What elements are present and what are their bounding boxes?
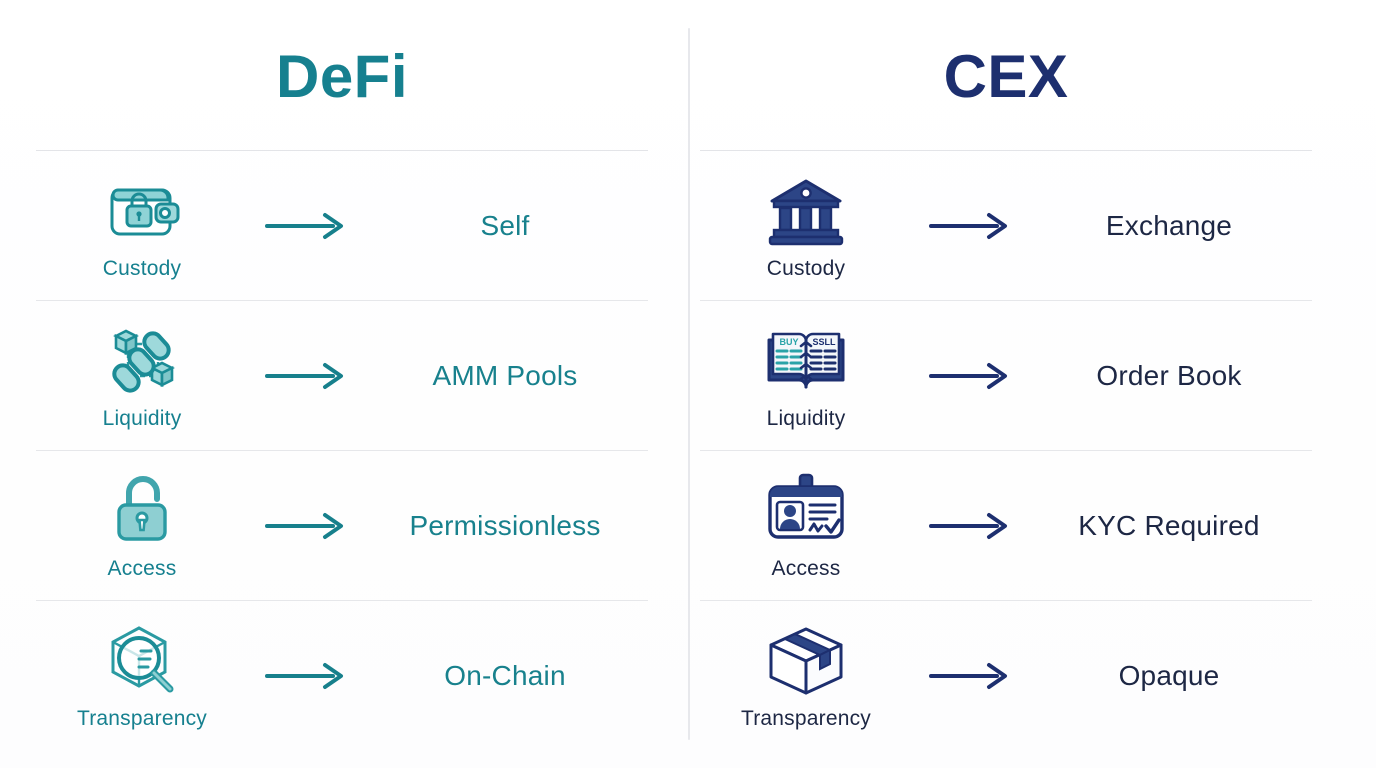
arrow-right-icon <box>248 362 368 390</box>
value-cell-cex-custody: Exchange <box>1032 210 1312 242</box>
value-defi-custody: Self <box>480 209 530 241</box>
bank-building-icon <box>763 171 849 251</box>
arrow-right-icon <box>248 512 368 540</box>
icon-cell-cex-liquidity: BUY SSLL <box>700 321 912 431</box>
id-badge-icon <box>763 471 849 551</box>
arrow-right-icon <box>912 212 1032 240</box>
arrow-right-icon <box>912 362 1032 390</box>
order-book-sell-label: SSLL <box>812 337 836 347</box>
icon-cell-defi-access: Access <box>36 471 248 581</box>
row-label-defi-transparency: Transparency <box>76 706 207 730</box>
icon-cell-cex-custody: Custody <box>700 171 912 281</box>
column-cex: CEX <box>700 0 1352 768</box>
value-cex-custody: Exchange <box>1105 209 1233 241</box>
icon-cell-cex-transparency: Transparency <box>700 621 912 731</box>
row-cex-liquidity: BUY SSLL <box>700 300 1312 450</box>
closed-box-icon <box>763 621 849 701</box>
row-label-defi-access: Access <box>107 556 177 580</box>
arrow-right-icon <box>912 662 1032 690</box>
column-defi: DeFi <box>36 0 688 768</box>
value-cex-liquidity: Order Book <box>1096 359 1242 391</box>
value-cex-access: KYC Required <box>1078 509 1260 541</box>
value-cell-defi-access: Permissionless <box>368 510 648 542</box>
rows-defi: Custody Self <box>36 150 648 750</box>
column-title-cex: CEX <box>943 43 1069 110</box>
row-defi-transparency: Transparency On-Chain <box>36 600 648 750</box>
value-cell-defi-custody: Self <box>368 210 648 242</box>
open-padlock-icon <box>99 471 185 551</box>
arrow-right-icon <box>248 662 368 690</box>
chain-blocks-icon <box>99 321 185 401</box>
row-defi-access: Access Permissionless <box>36 450 648 600</box>
row-cex-custody: Custody Exchange <box>700 150 1312 300</box>
value-cell-defi-liquidity: AMM Pools <box>368 360 648 392</box>
icon-cell-defi-custody: Custody <box>36 171 248 281</box>
value-cex-transparency: Opaque <box>1118 659 1220 691</box>
row-cex-access: Access KYC Required <box>700 450 1312 600</box>
icon-cell-defi-transparency: Transparency <box>36 621 248 731</box>
value-defi-access: Permissionless <box>409 509 601 541</box>
icon-cell-defi-liquidity: Liquidity <box>36 321 248 431</box>
row-label-cex-transparency: Transparency <box>740 706 871 730</box>
column-title-defi: DeFi <box>275 43 409 110</box>
arrow-right-icon <box>248 212 368 240</box>
wallet-lock-icon <box>99 171 185 251</box>
order-book-buy-label: BUY <box>779 337 798 347</box>
value-cell-cex-liquidity: Order Book <box>1032 360 1312 392</box>
row-label-cex-liquidity: Liquidity <box>766 406 846 430</box>
rows-cex: Custody Exchange <box>700 150 1312 750</box>
value-defi-liquidity: AMM Pools <box>432 359 578 391</box>
row-label-cex-custody: Custody <box>766 256 846 280</box>
row-label-defi-liquidity: Liquidity <box>102 406 182 430</box>
row-defi-liquidity: Liquidity AMM Pools <box>36 300 648 450</box>
value-defi-transparency: On-Chain <box>444 659 566 691</box>
row-label-defi-custody: Custody <box>102 256 182 280</box>
row-cex-transparency: Transparency Opaque <box>700 600 1312 750</box>
arrow-right-icon <box>912 512 1032 540</box>
row-defi-custody: Custody Self <box>36 150 648 300</box>
value-cell-cex-access: KYC Required <box>1032 510 1312 542</box>
value-cell-cex-transparency: Opaque <box>1032 660 1312 692</box>
row-label-cex-access: Access <box>771 556 841 580</box>
column-divider <box>688 28 690 740</box>
magnifier-block-icon <box>99 621 185 701</box>
order-book-icon: BUY SSLL <box>763 321 849 401</box>
value-cell-defi-transparency: On-Chain <box>368 660 648 692</box>
icon-cell-cex-access: Access <box>700 471 912 581</box>
